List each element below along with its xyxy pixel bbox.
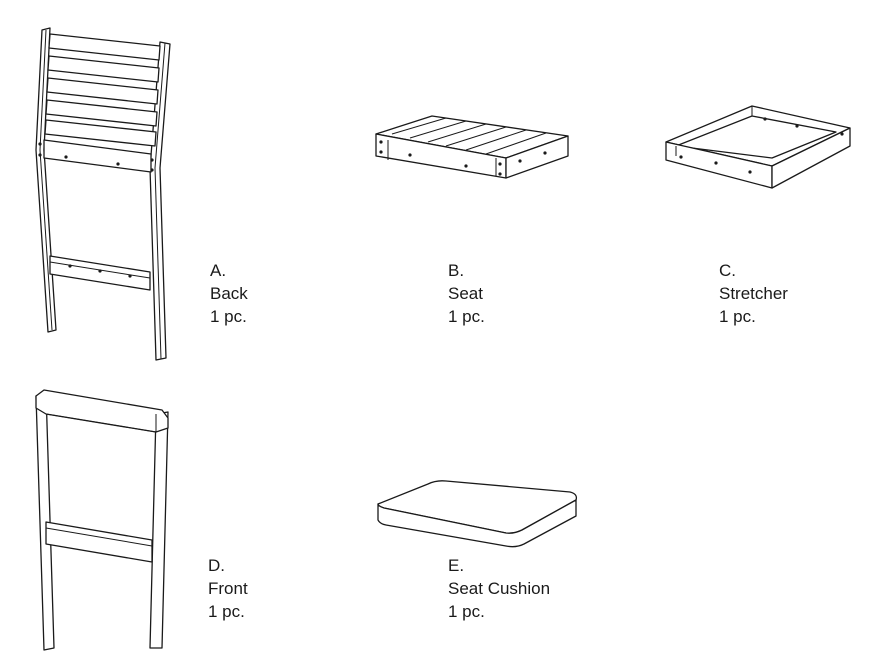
part-quantity: 1 pc. <box>210 307 247 326</box>
part-letter: D. <box>208 556 225 575</box>
part-label-a: A. Back 1 pc. <box>210 259 248 328</box>
part-name: Seat <box>448 284 483 303</box>
chair-front-frame-drawing <box>35 389 169 651</box>
part-letter: B. <box>448 261 465 280</box>
part-label-d: D. Front 1 pc. <box>208 554 248 623</box>
part-name: Seat Cushion <box>448 579 551 598</box>
part-quantity: 1 pc. <box>448 307 485 326</box>
seat-cushion-drawing <box>377 480 578 548</box>
part-name: Back <box>210 284 248 303</box>
part-letter: C. <box>719 261 736 280</box>
part-name: Front <box>208 579 248 598</box>
part-label-e: E. Seat Cushion 1 pc. <box>448 554 550 623</box>
slatted-seat-drawing <box>375 115 569 179</box>
part-name: Stretcher <box>719 284 788 303</box>
part-letter: A. <box>210 261 227 280</box>
part-label-c: C. Stretcher 1 pc. <box>719 259 788 328</box>
part-label-b: B. Seat 1 pc. <box>448 259 485 328</box>
stretcher-frame-drawing <box>665 105 851 189</box>
part-letter: E. <box>448 556 465 575</box>
part-quantity: 1 pc. <box>719 307 756 326</box>
part-quantity: 1 pc. <box>448 602 485 621</box>
chair-back-drawing <box>35 27 171 361</box>
part-quantity: 1 pc. <box>208 602 245 621</box>
